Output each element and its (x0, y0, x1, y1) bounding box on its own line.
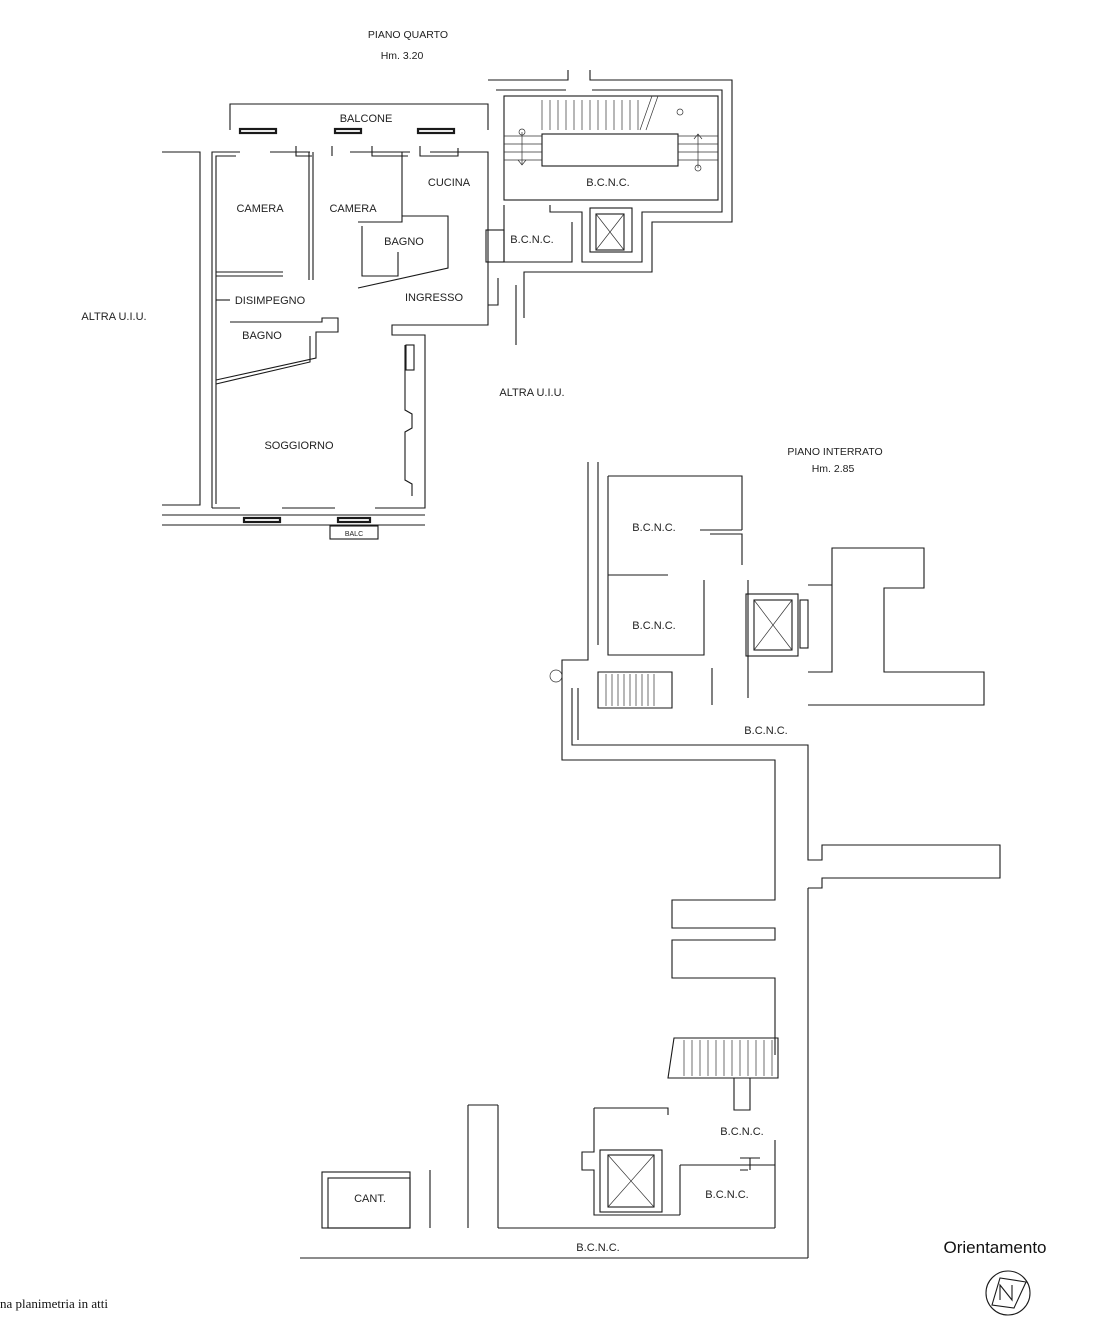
bottom-wall (162, 514, 425, 526)
elevator-upper-car (595, 213, 625, 251)
window-4 (242, 516, 282, 524)
stair-hall (503, 95, 719, 201)
label-cucina: CUCINA (428, 177, 471, 189)
basement-stair-2-steps (683, 1040, 773, 1076)
basement-lower-walls (581, 1078, 776, 1228)
cantina-inner (327, 1177, 411, 1229)
basement-height: Hm. 2.85 (812, 463, 855, 475)
balcony-rail (229, 103, 489, 130)
elevator-upper-door (485, 229, 505, 263)
window-5 (336, 516, 372, 524)
label-bcnc-b1: B.C.N.C. (632, 522, 675, 534)
stair-well (541, 133, 679, 167)
basement-floor: PIANO INTERRATO Hm. 2.85 B.C.N.C. B.C.N.… (300, 446, 1001, 1259)
label-cant: CANT. (354, 1193, 386, 1205)
basement-pillars (429, 1104, 499, 1228)
label-bcnc-left: B.C.N.C. (510, 234, 553, 246)
elevator-upper-cross (595, 213, 625, 251)
window-3 (416, 127, 456, 135)
label-bcnc-b2: B.C.N.C. (632, 620, 675, 632)
stair-node-1 (518, 128, 526, 136)
label-bagno-1: BAGNO (384, 236, 424, 248)
window-1 (238, 127, 278, 135)
label-altra-left: ALTRA U.I.U. (81, 311, 146, 323)
label-camera-2: CAMERA (329, 203, 377, 215)
label-ingresso: INGRESSO (405, 292, 464, 304)
footer-note: na planimetria in atti (0, 1296, 108, 1311)
elevator-lower-car (607, 1154, 655, 1208)
elevator-basement-door (799, 599, 809, 649)
wall-soggiorno-right (404, 345, 413, 496)
label-soggiorno: SOGGIORNO (264, 440, 334, 452)
upper-floor: PIANO QUARTO Hm. 3.20 (81, 29, 733, 540)
label-balc: BALC (345, 531, 363, 538)
label-bcnc-b3: B.C.N.C. (744, 725, 787, 737)
stair-arrow-left (517, 132, 527, 166)
basement-column (549, 669, 563, 683)
elevator-upper (589, 207, 633, 253)
elevator-basement-car (753, 599, 793, 651)
stair-node-3 (676, 108, 684, 116)
wall-camera1-bottom (216, 271, 283, 277)
label-bcnc-stair: B.C.N.C. (586, 177, 629, 189)
orientation-label: Orientamento (944, 1238, 1047, 1257)
orientation: Orientamento (944, 1238, 1047, 1316)
label-altra-right: ALTRA U.I.U. (499, 387, 564, 399)
label-camera-1: CAMERA (236, 203, 284, 215)
stair-block-outer (488, 70, 733, 345)
elevator-lower-shaft (599, 1149, 663, 1213)
wall-bagno1 (357, 215, 449, 289)
label-balcone: BALCONE (340, 113, 393, 125)
label-bagno-2: BAGNO (242, 330, 282, 342)
stair-arrow-right (693, 133, 703, 168)
apartment-outer-wall (211, 151, 489, 509)
basement-right-block (808, 547, 985, 706)
apartment-outer-wall-inner (215, 146, 459, 504)
basement-bottom-wall (300, 1227, 808, 1259)
basement-corridor (571, 580, 1001, 1258)
basement-stair-1 (597, 671, 673, 709)
radiator (405, 344, 415, 371)
label-bcnc-b5: B.C.N.C. (705, 1189, 748, 1201)
label-bcnc-b4: B.C.N.C. (720, 1126, 763, 1138)
basement-block-top (561, 462, 776, 1055)
basement-title: PIANO INTERRATO (787, 446, 882, 458)
basement-stair-2 (667, 1037, 779, 1079)
elevator-lower-cross (607, 1154, 655, 1208)
elevator-basement-shaft (745, 593, 799, 657)
stair-node-2 (694, 164, 702, 172)
wall-bagno2 (215, 317, 339, 385)
stair-break (639, 95, 659, 131)
basement-stair-1-steps (605, 674, 655, 706)
small-balcony (329, 525, 379, 540)
wall-altra-left (162, 151, 201, 506)
upper-floor-height: Hm. 3.20 (381, 50, 424, 62)
label-disimpegno: DISIMPEGNO (235, 295, 306, 307)
stair-steps (504, 100, 718, 161)
wall-camera-divider (308, 152, 314, 280)
upper-floor-title: PIANO QUARTO (368, 29, 448, 41)
window-2 (333, 127, 363, 135)
elevator-basement-cross (753, 599, 793, 651)
north-arrow-icon (985, 1270, 1031, 1316)
label-bcnc-b6: B.C.N.C. (576, 1242, 619, 1254)
